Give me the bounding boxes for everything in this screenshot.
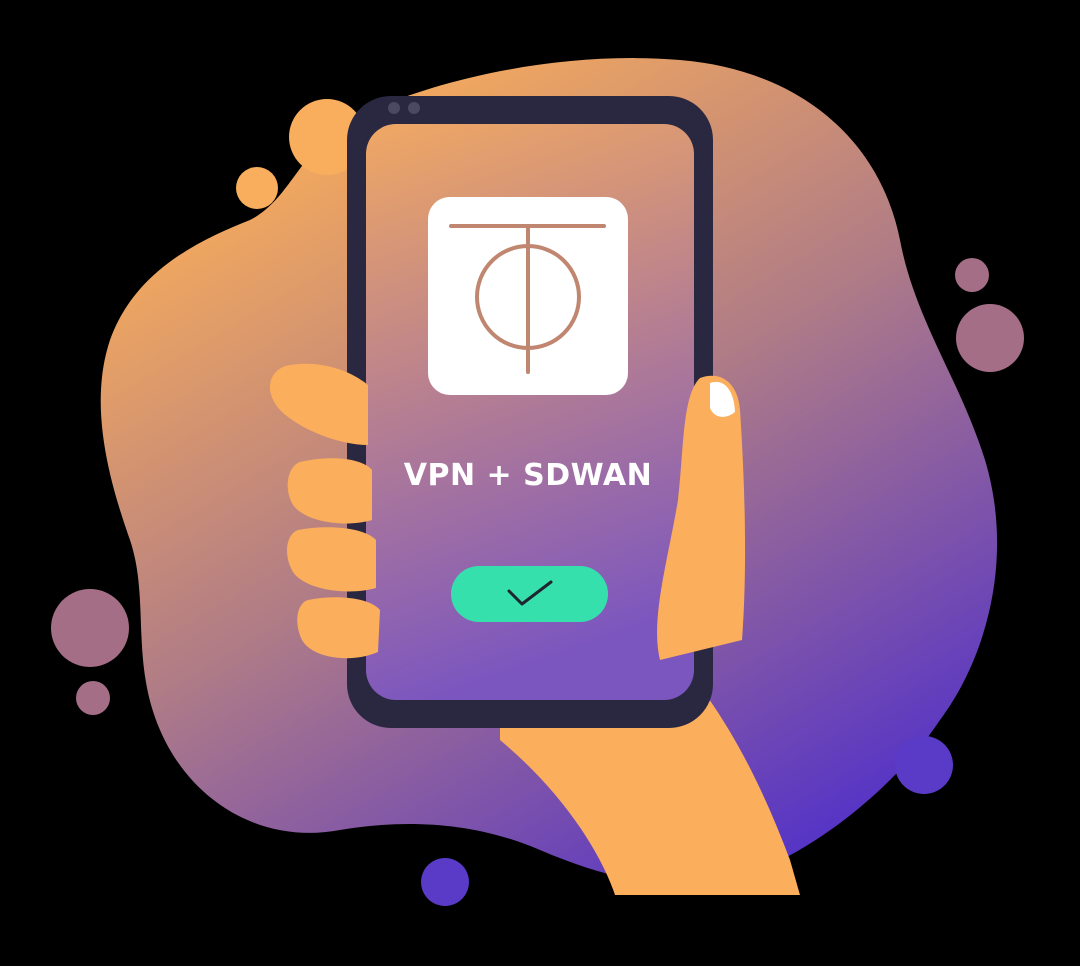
phone-camera-right	[408, 102, 420, 114]
bubble-orange-large	[289, 99, 365, 175]
bubble-mauve-left-small	[76, 681, 110, 715]
confirm-button[interactable]	[451, 566, 608, 622]
bubble-mauve-left-large	[51, 589, 129, 667]
phone-camera-left	[388, 102, 400, 114]
bubble-mauve-top-large	[956, 304, 1024, 372]
bubble-mauve-top-small	[955, 258, 989, 292]
hand-finger-2	[286, 527, 376, 592]
hand-finger-1	[287, 458, 372, 524]
screen-title: VPN + SDWAN	[403, 458, 653, 493]
thumbnail	[710, 381, 735, 417]
checkmark-icon	[507, 580, 552, 606]
bubble-purple-bottom	[421, 858, 469, 906]
hand-thumb	[269, 363, 368, 445]
bubble-purple-right	[895, 736, 953, 794]
hand-right-thumb	[657, 375, 746, 660]
hand-finger-3	[297, 597, 380, 659]
phi-logo-icon	[449, 224, 606, 374]
bubble-orange-small	[236, 167, 278, 209]
